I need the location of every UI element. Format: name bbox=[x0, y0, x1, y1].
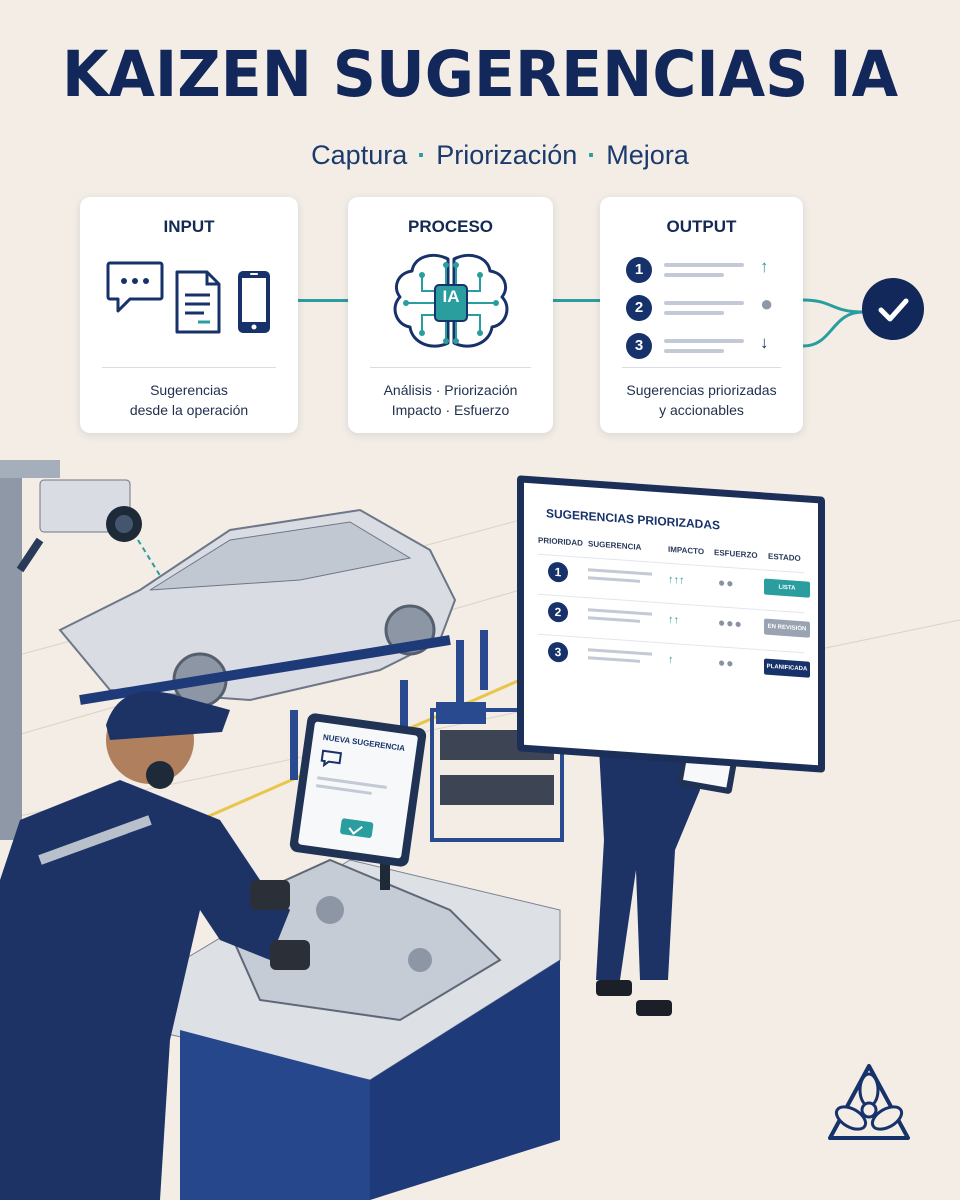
effort-dots: ●● bbox=[718, 575, 735, 591]
page-subtitle: Captura · Priorización · Mejora bbox=[0, 140, 960, 171]
chat-icon bbox=[320, 749, 343, 768]
text-placeholder-bar bbox=[588, 576, 640, 583]
document-icon bbox=[175, 270, 221, 334]
output-card-caption: Sugerencias priorizadas y accionables bbox=[610, 380, 793, 420]
smartphone-icon bbox=[238, 271, 270, 333]
column-header-priority: PRIORIDAD bbox=[538, 535, 583, 548]
text-placeholder-bar bbox=[588, 616, 640, 623]
priority-number-badge: 1 bbox=[548, 561, 568, 583]
input-card-title: INPUT bbox=[163, 217, 215, 236]
brain-circuit-icon bbox=[393, 254, 509, 348]
text-placeholder-bar bbox=[588, 656, 640, 663]
priority-dashboard-monitor: SUGERENCIAS PRIORIZADAS PRIORIDAD SUGERE… bbox=[517, 475, 825, 773]
priority-number-badge: 3 bbox=[548, 641, 568, 663]
car-body-shell bbox=[58, 508, 457, 708]
worker-figure-front bbox=[0, 691, 310, 1200]
column-header-status: ESTADO bbox=[768, 551, 801, 564]
input-caption-line2: desde la operación bbox=[129, 402, 249, 418]
process-card-divider bbox=[370, 367, 531, 368]
text-placeholder-bar bbox=[664, 263, 744, 267]
dot-icon: ● bbox=[760, 291, 774, 316]
text-placeholder-bar bbox=[588, 608, 652, 616]
factory-floor-illustration bbox=[0, 460, 960, 1200]
input-card-divider bbox=[102, 367, 276, 368]
process-card-title: PROCESO bbox=[407, 217, 494, 236]
output-row: 3 ↓ bbox=[626, 333, 786, 359]
process-card-caption: Análisis · Priorización Impacto · Esfuer… bbox=[358, 380, 543, 420]
impact-arrows: ↑↑ bbox=[668, 613, 679, 627]
text-placeholder-bar bbox=[588, 648, 652, 656]
text-placeholder-bar bbox=[664, 339, 744, 343]
status-badge: PLANIFICADA bbox=[764, 658, 810, 678]
impact-arrows: ↑↑↑ bbox=[668, 573, 685, 587]
column-header-effort: ESFUERZO bbox=[714, 548, 758, 561]
priority-number-badge: 1 bbox=[626, 257, 652, 283]
arrow-up-icon: ↑ bbox=[760, 257, 769, 276]
column-header-impact: IMPACTO bbox=[668, 544, 705, 557]
submit-button[interactable] bbox=[339, 818, 374, 839]
effort-dots: ●●● bbox=[718, 615, 743, 632]
arrow-down-icon: ↓ bbox=[760, 333, 769, 352]
input-card-caption: Sugerencias desde la operación bbox=[90, 380, 288, 420]
output-row: 2 ● bbox=[626, 291, 786, 321]
checkmark-icon bbox=[862, 278, 924, 340]
connector-input-process bbox=[298, 299, 348, 302]
output-card: OUTPUT 1 ↑ 2 ● 3 ↓ Sugerencias priorizad… bbox=[600, 197, 803, 433]
kiosk-screen: NUEVA SUGERENCIA bbox=[297, 721, 419, 859]
page-title: KAIZEN SUGERENCIAS IA bbox=[61, 38, 899, 112]
connector-output-result bbox=[803, 298, 864, 348]
output-row: 1 ↑ bbox=[626, 257, 786, 283]
status-badge: EN REVISIÓN bbox=[764, 618, 810, 638]
input-caption-line1: Sugerencias bbox=[150, 382, 228, 398]
suggestion-kiosk-tablet[interactable]: NUEVA SUGERENCIA bbox=[288, 712, 428, 868]
ai-chip-label: IA bbox=[442, 287, 460, 306]
priority-number-badge: 2 bbox=[548, 601, 568, 623]
process-caption-line2: Impacto · Esfuerzo bbox=[391, 402, 510, 418]
subtitle-separator: · bbox=[417, 140, 427, 170]
output-card-divider bbox=[622, 367, 781, 368]
text-placeholder-bar bbox=[664, 349, 724, 353]
subtitle-separator: · bbox=[587, 140, 597, 170]
output-caption-line2: y accionables bbox=[659, 402, 744, 418]
priority-number-badge: 3 bbox=[626, 333, 652, 359]
input-card: INPUT Sugerencias desde la operación bbox=[80, 197, 298, 433]
connector-process-output bbox=[553, 299, 600, 302]
subtitle-part-improvement: Mejora bbox=[606, 140, 689, 170]
camera-gantry bbox=[0, 460, 142, 840]
effort-dots: ●● bbox=[718, 655, 735, 671]
output-caption-line1: Sugerencias priorizadas bbox=[626, 382, 777, 398]
process-caption-line1: Análisis · Priorización bbox=[383, 382, 518, 398]
status-badge: LISTA bbox=[764, 578, 810, 598]
text-placeholder-bar bbox=[588, 568, 652, 576]
dashboard-title: SUGERENCIAS PRIORIZADAS bbox=[546, 506, 721, 533]
column-header-suggestion: SUGERENCIA bbox=[588, 539, 642, 552]
text-placeholder-bar bbox=[664, 311, 724, 315]
priority-number-badge: 2 bbox=[626, 295, 652, 321]
text-placeholder-bar bbox=[664, 301, 744, 305]
text-placeholder-bar bbox=[664, 273, 724, 277]
dashboard-screen: SUGERENCIAS PRIORIZADAS PRIORIDAD SUGERE… bbox=[524, 482, 818, 766]
impact-arrows: ↑ bbox=[668, 653, 674, 667]
subtitle-part-capture: Captura bbox=[311, 140, 408, 170]
output-card-title: OUTPUT bbox=[666, 217, 737, 236]
flower-triangle-logo-icon bbox=[828, 1064, 910, 1140]
process-card: PROCESO IA Análisis · Priorización Impac… bbox=[348, 197, 553, 433]
chat-icon bbox=[106, 261, 164, 313]
subtitle-part-prioritization: Priorización bbox=[436, 140, 578, 170]
